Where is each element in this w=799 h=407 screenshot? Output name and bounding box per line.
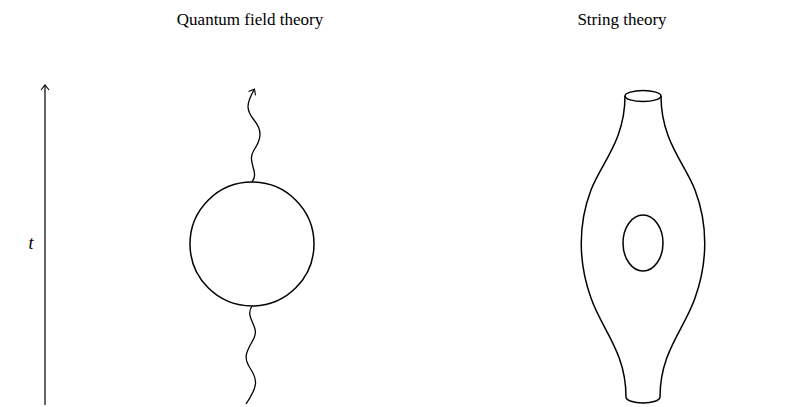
time-axis xyxy=(44,86,45,405)
outgoing-wavy-line xyxy=(248,90,260,182)
axis-label: t xyxy=(28,233,33,255)
worldsheet-left-edge xyxy=(581,96,626,397)
worldsheet-hole xyxy=(623,215,663,271)
panel-title: Quantum field theory xyxy=(177,10,323,30)
outgoing-string-loop xyxy=(625,91,661,102)
panel-title: String theory xyxy=(577,10,666,30)
worldsheet-right-edge xyxy=(660,96,705,397)
incoming-string-loop xyxy=(626,397,660,403)
incoming-wavy-line xyxy=(246,306,256,404)
loop-circle xyxy=(190,182,314,306)
